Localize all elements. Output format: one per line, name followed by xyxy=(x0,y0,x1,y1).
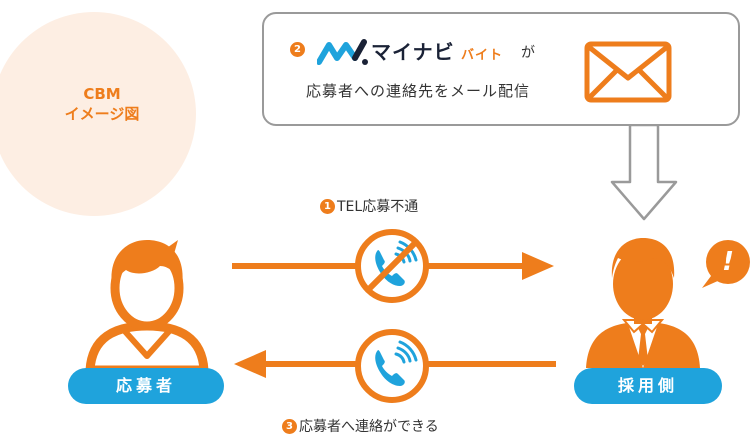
mynavi-logo-mark xyxy=(317,39,368,65)
phone-calling-icon xyxy=(355,329,429,403)
step-1-text: TEL応募不通 xyxy=(337,199,419,215)
step-2-number: 2 xyxy=(290,42,305,57)
message-text: 応募者への連絡先をメール配信 xyxy=(306,82,531,100)
cbm-subtitle: イメージ図 xyxy=(64,105,140,123)
alert-badge-tail xyxy=(702,272,720,288)
cbm-image-tag: CBM イメージ図 xyxy=(40,84,164,124)
person-icon xyxy=(85,240,209,370)
brand-name-sub: バイト xyxy=(461,48,504,63)
cbm-title: CBM xyxy=(83,85,121,103)
brand-particle: が xyxy=(521,45,535,61)
envelope-icon xyxy=(584,41,672,103)
alert-symbol: ! xyxy=(722,247,734,277)
applicant-role-badge: 応募者 xyxy=(68,368,224,404)
step-3-number: 3 xyxy=(282,418,297,434)
down-arrow-icon xyxy=(610,124,678,221)
phone-blocked-icon xyxy=(355,229,429,303)
brand-name-main: マイナビ xyxy=(371,40,455,64)
step-1-number: 1 xyxy=(320,198,335,214)
businessman-icon xyxy=(586,238,700,368)
step-3-text: 応募者へ連絡ができる xyxy=(299,419,439,435)
cbm-circle-background xyxy=(0,12,196,216)
employer-role-badge: 採用側 xyxy=(574,368,722,404)
